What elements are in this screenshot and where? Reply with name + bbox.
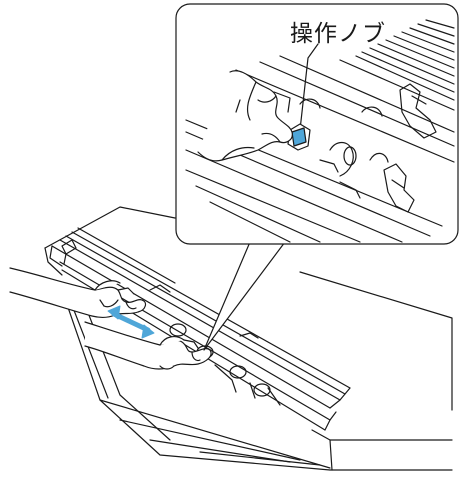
operation-knob-label: 操作ノブ — [290, 21, 386, 47]
double-headed-arrow-icon — [108, 306, 154, 338]
hands-main — [10, 268, 211, 369]
callout-pointer — [204, 242, 285, 350]
callout-box — [176, 4, 458, 244]
